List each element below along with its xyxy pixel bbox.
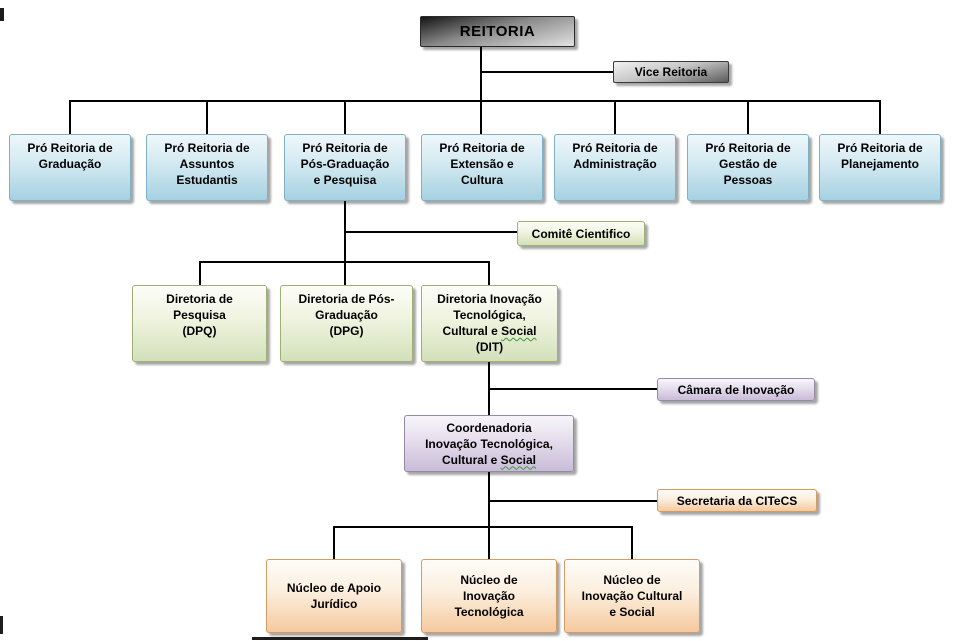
node-pro-reitoria-pos-graduacao: Pró Reitoria de Pós-Graduação e Pesquisa xyxy=(284,134,406,201)
node-comite-cientifico: Comitê Cientifico xyxy=(517,221,645,246)
node-nucleo-inovacao-tecnologica: Núcleo de Inovação Tecnológica xyxy=(421,559,557,633)
connector-bus-pro-reitorias xyxy=(69,100,881,102)
connector-camara xyxy=(489,388,657,390)
node-label: Pró Reitoria de Pós-Graduação e Pesquisa xyxy=(300,141,390,187)
node-label: Secretaria da CITeCS xyxy=(676,493,798,508)
node-camara-inovacao: Câmara de Inovação xyxy=(657,378,815,401)
node-pro-reitoria-extensao: Pró Reitoria de Extensão e Cultura xyxy=(421,134,543,201)
connector-coordenadoria-drop xyxy=(488,472,490,559)
node-diretoria-pesquisa-dpq: Diretoria de Pesquisa (DPQ) xyxy=(132,285,267,362)
connector-comite xyxy=(345,231,517,233)
node-label: Núcleo de Inovação Cultural e Social xyxy=(581,573,683,619)
node-pro-reitoria-administracao: Pró Reitoria de Administração xyxy=(554,134,676,201)
node-diretoria-inovacao-dit: Diretoria Inovação Tecnológica, Cultural… xyxy=(421,285,558,362)
connector-drop-pos-graduacao xyxy=(344,100,346,134)
connector-vice-reitoria xyxy=(481,71,613,73)
node-pro-reitoria-gestao-pessoas: Pró Reitoria de Gestão de Pessoas xyxy=(687,134,809,201)
node-vice-reitoria: Vice Reitoria xyxy=(613,61,729,83)
node-label: Pró Reitoria de Assuntos Estudantis xyxy=(164,141,250,187)
connector-drop-gestao xyxy=(747,100,749,134)
node-reitoria-label: REITORIA xyxy=(459,22,536,40)
page-edge-artifact xyxy=(252,637,428,640)
connector-posgrad-to-diretorias xyxy=(344,201,346,285)
connector-reitoria-drop xyxy=(480,47,482,134)
connector-drop-dit xyxy=(488,261,490,285)
connector-drop-nucleo-juridico xyxy=(333,526,335,559)
connector-drop-administracao xyxy=(614,100,616,134)
node-diretoria-pos-graduacao-dpg: Diretoria de Pós- Graduação (DPG) xyxy=(280,285,413,362)
connector-drop-dpq xyxy=(199,261,201,285)
node-label: Diretoria de Pesquisa (DPQ) xyxy=(166,292,233,338)
node-label: Coordenadoria Inovação Tecnológica, Cult… xyxy=(425,420,553,467)
connector-drop-planejamento xyxy=(879,100,881,134)
node-pro-reitoria-planejamento: Pró Reitoria de Planejamento xyxy=(819,134,941,201)
node-label: Câmara de Inovação xyxy=(677,382,795,397)
node-label: Pró Reitoria de Planejamento xyxy=(837,141,923,171)
node-pro-reitoria-graduacao: Pró Reitoria de Graduação xyxy=(9,134,131,201)
node-label: Núcleo de Apoio Jurídico xyxy=(286,581,382,611)
connector-secretaria xyxy=(489,500,657,502)
node-label: Pró Reitoria de Graduação xyxy=(27,141,113,171)
node-nucleo-apoio-juridico: Núcleo de Apoio Jurídico xyxy=(266,559,402,633)
connector-drop-assuntos xyxy=(206,100,208,134)
connector-bus-nucleos xyxy=(333,526,633,528)
connector-drop-graduacao xyxy=(69,100,71,134)
node-reitoria: REITORIA xyxy=(420,16,575,47)
node-label: Pró Reitoria de Administração xyxy=(572,141,658,171)
node-label: Diretoria de Pós- Graduação (DPG) xyxy=(298,292,395,338)
node-label: Pró Reitoria de Extensão e Cultura xyxy=(439,141,525,187)
page-edge-artifact xyxy=(0,8,4,21)
node-nucleo-inovacao-cultural: Núcleo de Inovação Cultural e Social xyxy=(564,559,700,633)
connector-drop-nucleo-cultural xyxy=(631,526,633,559)
node-pro-reitoria-assuntos-estudantis: Pró Reitoria de Assuntos Estudantis xyxy=(146,134,268,201)
node-label: Núcleo de Inovação Tecnológica xyxy=(454,573,524,619)
connector-bus-diretorias xyxy=(199,261,490,263)
page-edge-artifact xyxy=(0,616,3,634)
node-coordenadoria-citecs: Coordenadoria Inovação Tecnológica, Cult… xyxy=(404,415,574,472)
node-label: Comitê Cientifico xyxy=(531,226,631,241)
node-label: Diretoria Inovação Tecnológica, Cultural… xyxy=(437,292,542,354)
node-label: Pró Reitoria de Gestão de Pessoas xyxy=(705,141,791,187)
node-vice-reitoria-label: Vice Reitoria xyxy=(634,65,708,79)
node-secretaria-citecs: Secretaria da CITeCS xyxy=(657,489,817,512)
